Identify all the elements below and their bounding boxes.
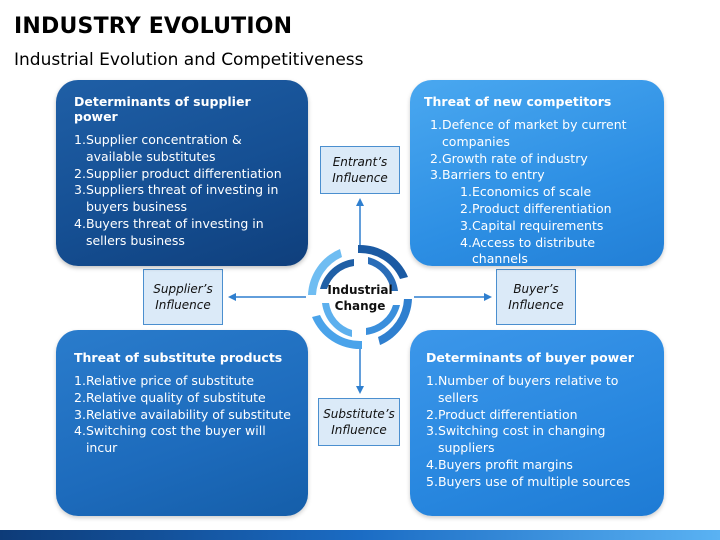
- item-number: 1.: [74, 373, 86, 388]
- center-label-line1: Industrial: [327, 283, 393, 297]
- item-text: Buyers use of multiple sources: [437, 473, 631, 489]
- item-number: 3.: [426, 423, 438, 439]
- item-text: Buyers profit margins: [437, 456, 573, 472]
- sub-list-item: 4.Access to distribute channels: [460, 235, 652, 269]
- item-number: 3.: [74, 406, 86, 422]
- item-number: 5.: [426, 473, 438, 489]
- swirl-icon: [308, 244, 412, 350]
- item-number: 3.: [430, 167, 442, 183]
- item-text: Relative availability of substitute: [85, 406, 291, 422]
- item-text: Defence of market by current companies: [441, 117, 627, 149]
- list-item: 3.Barriers to entry: [430, 167, 652, 184]
- item-number: 2.: [460, 200, 472, 216]
- page-title: INDUSTRY EVOLUTION: [14, 14, 293, 39]
- list-item: 1.Defence of market by current companies: [430, 117, 652, 151]
- item-number: 4.: [74, 215, 86, 231]
- item-number: 2.: [74, 389, 86, 405]
- item-text: Supplier concentration & available subst…: [85, 132, 242, 164]
- substitute-influence-line2: Influence: [331, 423, 387, 437]
- item-text: Relative quality of substitute: [85, 389, 266, 405]
- buyer-influence-line1: Buyer’s: [513, 282, 559, 296]
- supplier-influence-line1: Supplier’s: [153, 282, 213, 296]
- list-item: 1.Number of buyers relative to sellers: [426, 373, 654, 407]
- item-text: Buyers threat of investing in sellers bu…: [85, 215, 264, 248]
- item-number: 2.: [430, 150, 442, 166]
- buyer-influence-box: Buyer’s Influence: [496, 269, 576, 325]
- item-number: 3.: [74, 182, 86, 198]
- center-label: Industrial Change: [320, 282, 400, 314]
- item-number: 1.: [74, 132, 86, 147]
- sub-list-item: 2.Product differentiation: [460, 201, 652, 218]
- item-number: 2.: [74, 165, 86, 181]
- buyer-power-box: Determinants of buyer power 1.Number of …: [410, 330, 664, 516]
- item-text: Growth rate of industry: [441, 150, 588, 166]
- list-item: 2.Relative quality of substitute: [74, 390, 294, 407]
- list-item: 1.Supplier concentration & available sub…: [74, 132, 294, 166]
- list-item: 2.Growth rate of industry: [430, 151, 652, 168]
- supplier-power-heading: Determinants of supplier power: [74, 94, 251, 124]
- list-item: 3.Suppliers threat of investing in buyer…: [74, 182, 294, 216]
- item-text: Product differentiation: [437, 406, 578, 422]
- list-item: 1.Relative price of substitute: [74, 373, 294, 390]
- item-number: 2.: [426, 406, 438, 422]
- item-number: 1.: [430, 117, 442, 132]
- substitute-influence-line1: Substitute’s: [323, 407, 395, 421]
- item-text: Relative price of substitute: [85, 373, 255, 388]
- item-text: Barriers to entry: [441, 167, 545, 183]
- item-number: 3.: [460, 217, 472, 233]
- list-item: 4.Buyers profit margins: [426, 457, 654, 474]
- center-label-line2: Change: [334, 299, 386, 313]
- buyer-influence-line2: Influence: [508, 298, 564, 312]
- item-text: Capital requirements: [471, 217, 604, 233]
- buyer-power-heading: Determinants of buyer power: [426, 350, 634, 365]
- item-text: Access to distribute channels: [471, 234, 596, 267]
- item-number: 4.: [74, 423, 86, 439]
- item-number: 4.: [460, 234, 472, 250]
- list-item: 5.Buyers use of multiple sources: [426, 474, 654, 491]
- item-number: 1.: [426, 373, 438, 388]
- list-item: 2.Supplier product differentiation: [74, 166, 294, 183]
- sub-list-item: 3.Capital requirements: [460, 218, 652, 235]
- item-text: Switching cost in changing suppliers: [437, 423, 606, 456]
- list-item: 3.Switching cost in changing suppliers: [426, 423, 654, 457]
- page-subtitle: Industrial Evolution and Competitiveness: [14, 50, 364, 70]
- item-text: Product differentiation: [471, 200, 612, 216]
- entrant-influence-box: Entrant’s Influence: [320, 146, 400, 194]
- list-item: 4.Buyers threat of investing in sellers …: [74, 216, 294, 250]
- new-competitors-box: Threat of new competitors 1.Defence of m…: [410, 80, 664, 266]
- item-text: Number of buyers relative to sellers: [437, 373, 619, 405]
- entrant-influence-line2: Influence: [332, 171, 388, 185]
- supplier-influence-line2: Influence: [155, 298, 211, 312]
- item-text: Switching cost the buyer will incur: [85, 423, 266, 456]
- bottom-accent-bar: [0, 530, 720, 540]
- substitute-products-box: Threat of substitute products 1.Relative…: [56, 330, 308, 516]
- item-text: Suppliers threat of investing in buyers …: [85, 182, 279, 215]
- list-item: 2.Product differentiation: [426, 407, 654, 424]
- supplier-power-box: Determinants of supplier power 1.Supplie…: [56, 80, 308, 266]
- list-item: 4.Switching cost the buyer will incur: [74, 423, 294, 457]
- item-text: Economics of scale: [471, 184, 592, 200]
- item-text: Supplier product differentiation: [85, 165, 282, 181]
- item-number: 1.: [460, 184, 472, 200]
- sub-list-item: 1.Economics of scale: [460, 184, 652, 201]
- entrant-influence-line1: Entrant’s: [332, 155, 388, 169]
- item-number: 4.: [426, 456, 438, 472]
- supplier-influence-box: Supplier’s Influence: [143, 269, 223, 325]
- substitute-products-heading: Threat of substitute products: [74, 350, 283, 365]
- new-competitors-heading: Threat of new competitors: [424, 94, 612, 109]
- substitute-influence-box: Substitute’s Influence: [318, 398, 400, 446]
- list-item: 3.Relative availability of substitute: [74, 407, 294, 424]
